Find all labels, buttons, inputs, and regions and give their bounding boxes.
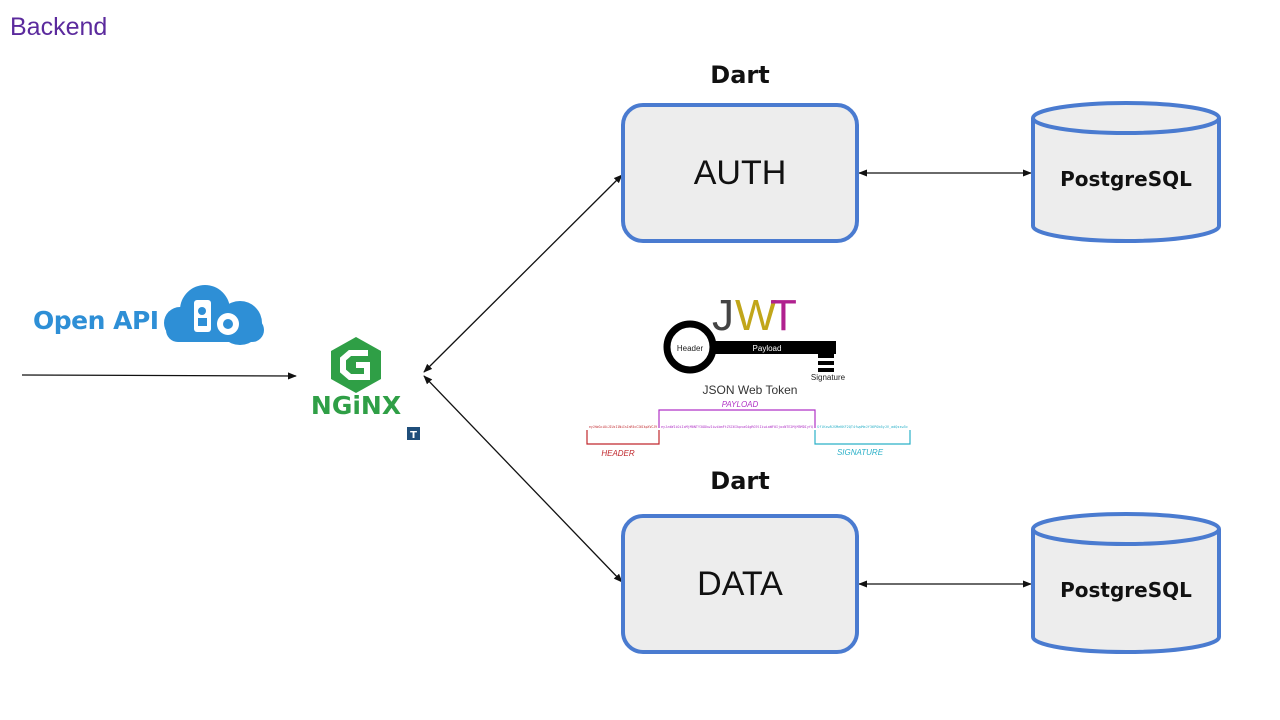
jwt-payload-bracket [658,409,816,428]
auth-runtime-label: Dart [710,61,769,89]
jwt-token-header: eyJhbGciOiJIUzI1NiIsInR5cCI6IkpXVCJ9 [589,425,657,429]
auth-service-label: AUTH [694,154,787,192]
jwt-signature-label: SIGNATURE [837,448,884,457]
jwt-payload-label: PAYLOAD [722,400,759,409]
nginx-badge-label: T [410,430,417,441]
data-service-label: DATA [697,565,783,603]
openapi-logo: Open API [33,285,264,345]
auth-database-label: PostgreSQL [1060,167,1192,191]
data-database-label: PostgreSQL [1060,578,1192,602]
jwt-key-header: Header [677,344,704,353]
data-database-cylinder [1031,512,1221,654]
nginx-data-arrow [423,375,623,583]
jwt-signature-bracket [814,430,911,445]
cloud-camera-icon [164,285,264,345]
jwt-subtitle: JSON Web Token [703,383,798,397]
incoming-arrow [21,372,297,380]
data-runtime-label: Dart [710,467,769,495]
nginx-logo: NGiNX T [311,337,420,441]
jwt-header-bracket [586,430,660,445]
nginx-hexagon-icon [331,337,381,393]
openapi-label: Open API [33,306,159,335]
key-icon [663,320,836,374]
nginx-label: NGiNX [311,391,401,420]
jwt-token-payload: eyJzdWIiOiIxMjM0NTY3ODkwIiwibmFtZSI6Ikpv… [661,425,813,429]
jwt-key-payload: Payload [753,344,782,353]
jwt-header-label: HEADER [601,449,635,458]
jwt-logo-t: T [770,291,797,340]
data-service-box [621,514,859,654]
jwt-illustration: J W T Header Payload Signature JSON Web … [586,291,911,458]
jwt-logo-w: W [735,291,777,340]
nginx-badge [407,427,420,440]
page-title: Backend [10,13,107,41]
auth-service-box [621,103,859,243]
jwt-logo-j: J [712,291,734,340]
jwt-token-signature: SflKxwRJSMeKKF2QT4fwpMeJf36POk6yJV_adQss… [817,425,908,429]
auth-database-cylinder [1031,101,1221,243]
jwt-logo: J W T [712,291,797,340]
nginx-auth-arrow [423,174,623,373]
jwt-key-signature: Signature [811,373,846,382]
